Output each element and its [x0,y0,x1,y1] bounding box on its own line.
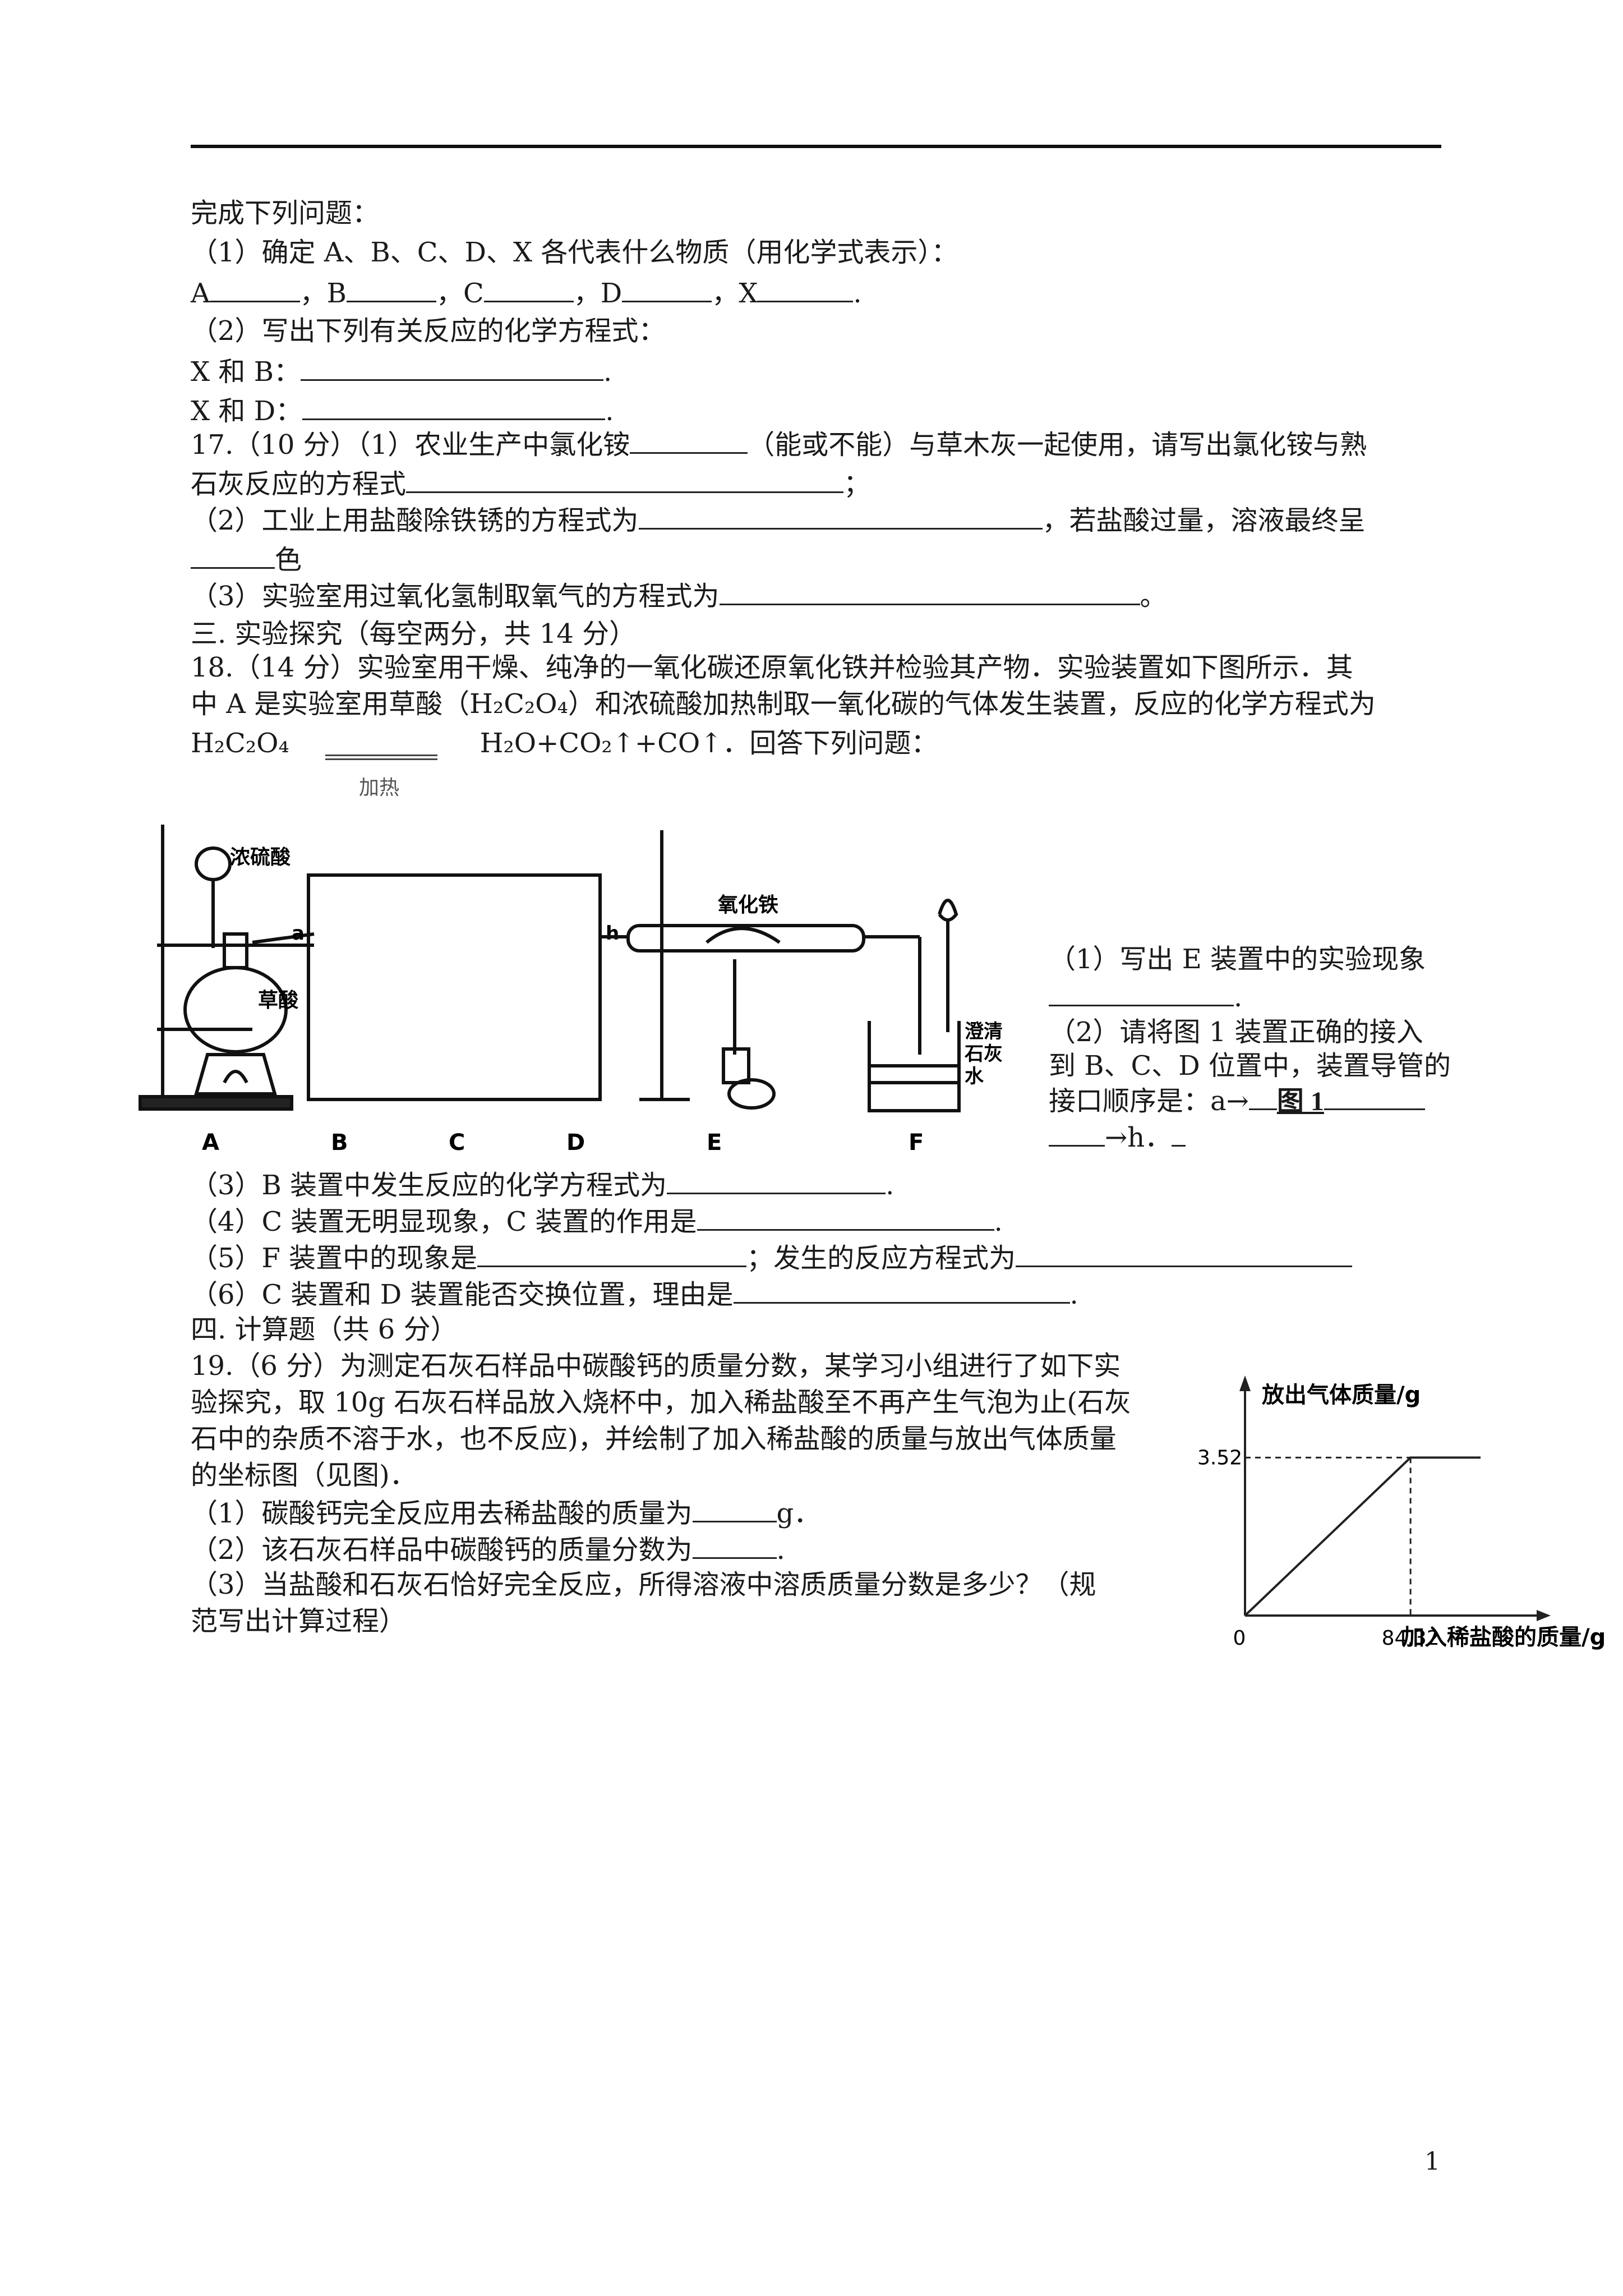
q19-line4: 的坐标图（见图)． [191,1460,417,1491]
side-text-2: . [1049,979,1242,1014]
q18-part4: （4）C 装置无明显现象，C 装置的作用是. [191,1203,1003,1239]
label-iron-oxide: 氧化铁 [718,894,778,917]
series-line [1244,1456,1481,1617]
apparatus-label-a: A [202,1130,219,1156]
apparatus-label-d: D [566,1130,585,1156]
q19-line1: 19.（6 分）为测定石灰石样品中碳酸钙的质量分数，某学习小组进行了如下实 [191,1350,1121,1382]
x-axis-label: 加入稀盐酸的质量/g [1402,1625,1606,1650]
q17-line3: （2）工业上用盐酸除铁锈的方程式为，若盐酸过量，溶液最终呈 [191,502,1366,537]
apparatus-label-b: B [331,1130,348,1156]
side-text-6: →h． [1049,1119,1186,1154]
q17-line4: 色 [191,541,302,577]
apparatus-label-c: C [449,1130,465,1156]
side-text-5: 接口顺序是：a→图 1 [1049,1083,1425,1119]
side-text-3: （2）请将图 1 装置正确的接入 [1049,1016,1423,1048]
q17-line5: （3）实验室用过氧化氢制取氧气的方程式为。 [191,578,1167,613]
blanks-line: A，B，C，D，X. [191,275,862,310]
heat-label: 加热 [359,776,400,799]
bcd-box [307,873,602,1101]
q19-line2: 验探究，取 10g 石灰石样品放入烧杯中，加入稀盐酸至不再产生气泡为止(石灰 [191,1387,1132,1418]
q19-line3: 石中的杂质不溶于水，也不反应)，并绘制了加入稀盐酸的质量与放出气体质量 [191,1423,1117,1455]
port-a: a [292,922,305,945]
q19-part3-cont: 范写出计算过程） [191,1605,407,1637]
y-tick-label: 3.52 [1197,1446,1242,1469]
label-conc-acid: 浓硫酸 [230,846,291,869]
q18-line1: 18.（14 分）实验室用干燥、纯净的一氧化碳还原氧化铁并检验其产物．实验装置如… [191,652,1353,683]
header-rule [191,145,1441,148]
q19-part3: （3）当盐酸和石灰石恰好完全反应，所得溶液中溶质质量分数是多少？（规 [191,1569,1096,1600]
label-lime-3: 水 [965,1065,984,1088]
apparatus-diagram: 浓硫酸 草酸 a h 氧化铁 澄清 石灰 水 A B C D E F [139,825,1003,1156]
y-axis-arrow [1239,1375,1251,1391]
y-axis-label: 放出气体质量/g [1262,1382,1421,1408]
q-part2: （2）写出下列有关反应的化学方程式： [191,315,666,347]
page-number: 1 [1424,2147,1440,2176]
label-oxalic: 草酸 [258,989,298,1012]
side-text-1: （1）写出 E 装置中的实验现象 [1049,944,1426,975]
q18-part5: （5）F 装置中的现象是；发生的反应方程式为 [191,1240,1353,1275]
q19-part2: （2）该石灰石样品中碳酸钙的质量分数为. [191,1531,785,1567]
port-h: h [606,922,619,945]
apparatus-label-e: E [707,1130,722,1156]
origin-label: 0 [1233,1627,1246,1650]
x-axis-arrow [1537,1610,1551,1621]
side-text-4: 到 B、C、D 位置中，装置导管的 [1049,1050,1451,1082]
eq-xd: X 和 D：. [191,393,614,428]
gas-mass-chart: 放出气体质量/g 加入稀盐酸的质量/g 0 84.32 3.52 [1197,1375,1606,1650]
q18-line2: 中 A 是实验室用草酸（H₂C₂O₄）和浓硫酸加热制取一氧化碳的气体发生装置，反… [191,688,1376,720]
intro-line: 完成下列问题： [191,197,380,229]
q17-line2: 石灰反应的方程式； [191,466,870,501]
label-lime-2: 石灰 [964,1043,1003,1065]
x-tick-label: 84.32 [1382,1627,1440,1650]
q18-part3: （3）B 装置中发生反应的化学方程式为. [191,1167,894,1202]
label-lime-1: 澄清 [965,1020,1003,1043]
q18-part6: （6）C 装置和 D 装置能否交换位置，理由是. [191,1276,1078,1312]
apparatus-label-f: F [909,1130,924,1156]
q17-line1: 17.（10 分）（1）农业生产中氯化铵（能或不能）与草木灰一起使用，请写出氯化… [191,426,1367,462]
eq-xb: X 和 B：. [191,353,612,389]
q-part1: （1）确定 A、B、C、D、X 各代表什么物质（用化学式表示）： [191,237,958,268]
equation-arrow [325,754,437,760]
section-4-title: 四. 计算题（共 6 分） [191,1314,458,1345]
section-3-title: 三. 实验探究（每空两分，共 14 分） [191,618,637,650]
